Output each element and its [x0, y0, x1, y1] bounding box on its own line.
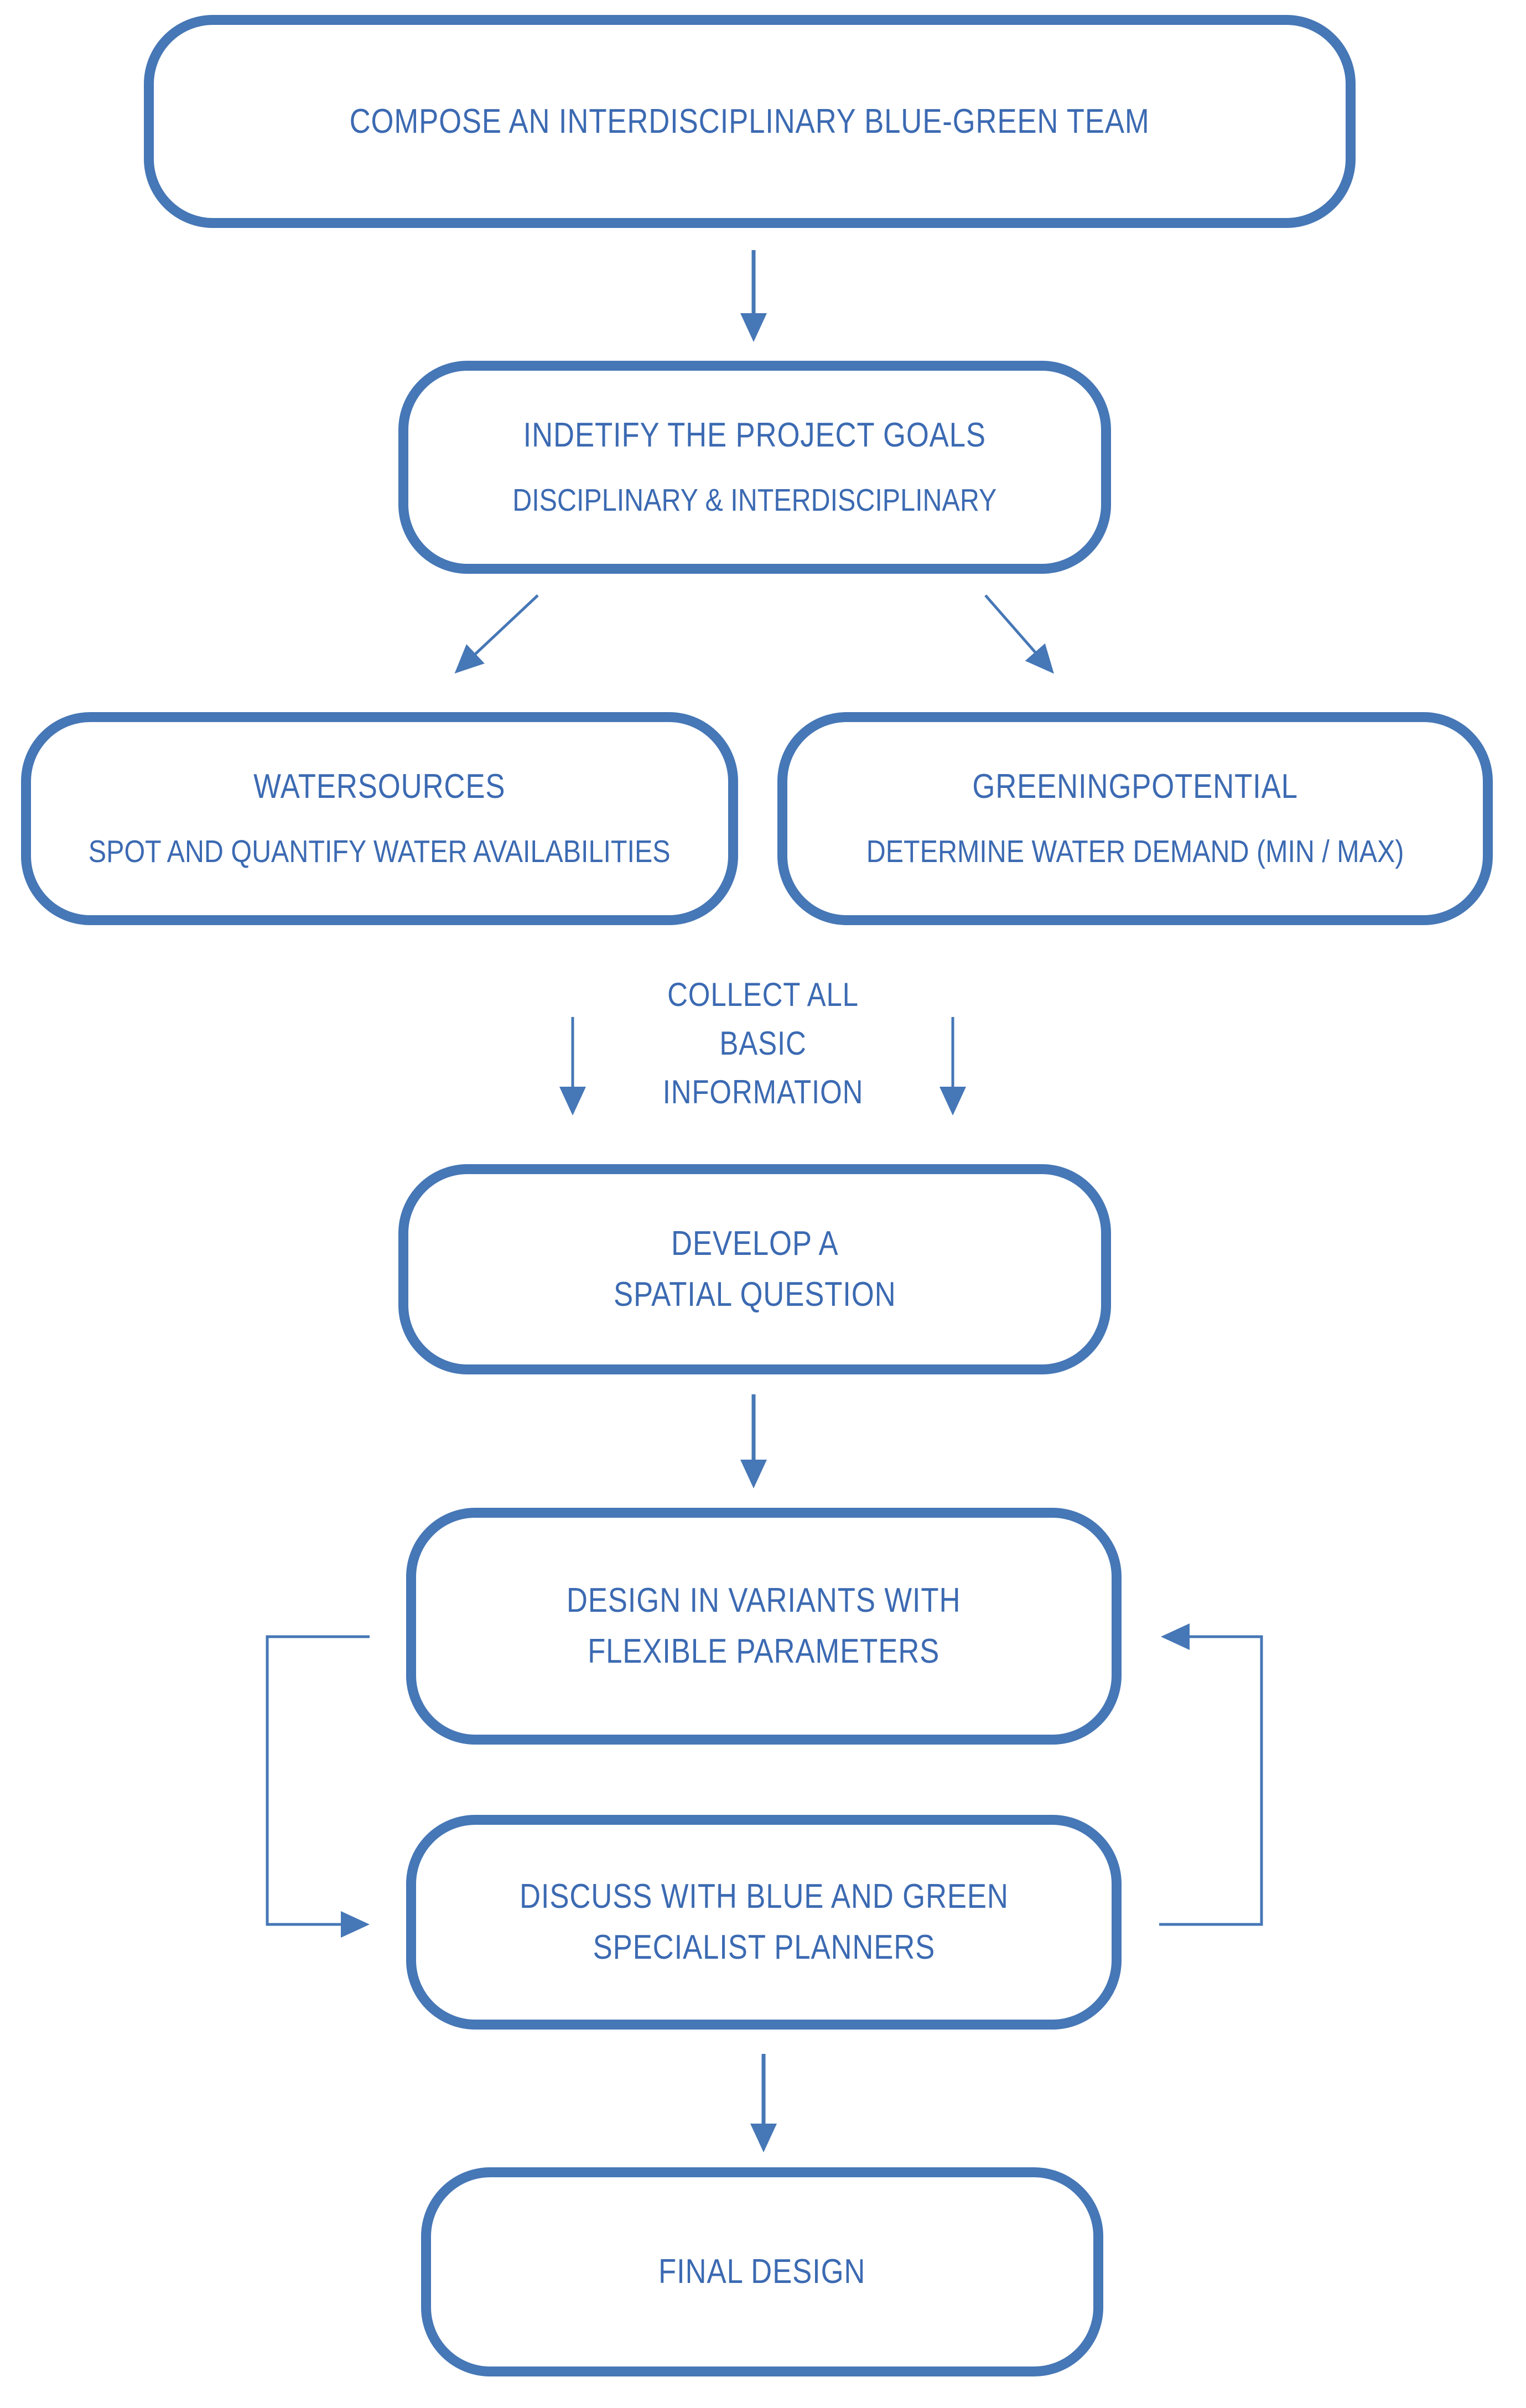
collect-info-line: COLLECT ALL: [667, 976, 859, 1013]
node-develop-label: DEVELOP A SPATIAL QUESTION: [614, 1227, 896, 1312]
arrow-goals-to-greening: [984, 594, 1054, 674]
node-text: DISCUSS WITH BLUE AND GREEN: [519, 1877, 1009, 1916]
node-develop-spatial-question: DEVELOP A SPATIAL QUESTION: [398, 1164, 1111, 1374]
node-text: INDETIFY THE PROJECT GOALS: [523, 416, 987, 454]
feedback-loop-design-to-discuss: [266, 1635, 370, 1938]
node-text: DEVELOP A: [671, 1224, 839, 1263]
collect-info-line: BASIC: [719, 1025, 807, 1062]
node-subtext: DETERMINE WATER DEMAND (MIN / MAX): [866, 834, 1404, 869]
node-greening-potential-label: GREENINGPOTENTIAL DETERMINE WATER DEMAND…: [866, 770, 1404, 868]
node-text: DESIGN IN VARIANTS WITH: [567, 1581, 961, 1620]
node-text: FINAL DESIGN: [658, 2253, 866, 2291]
node-text: SPECIALIST PLANNERS: [593, 1928, 935, 1966]
node-compose-team: COMPOSE AN INTERDISCIPLINARY BLUE-GREEN …: [144, 15, 1356, 228]
feedback-loop-discuss-to-design: [1159, 1623, 1263, 1926]
node-final-label: FINAL DESIGN: [658, 2255, 865, 2289]
node-text: GREENINGPOTENTIAL: [972, 767, 1298, 806]
arrow-goals-to-watersources: [454, 594, 539, 674]
collect-info-line: INFORMATION: [662, 1073, 864, 1110]
node-text: SPATIAL QUESTION: [613, 1275, 896, 1314]
node-greening-potential: GREENINGPOTENTIAL DETERMINE WATER DEMAND…: [777, 712, 1493, 925]
node-watersources-label: WATERSOURCES SPOT AND QUANTIFY WATER AVA…: [89, 770, 671, 868]
node-compose-team-label: COMPOSE AN INTERDISCIPLINARY BLUE-GREEN …: [349, 102, 1150, 141]
node-final-design: FINAL DESIGN: [421, 2167, 1103, 2376]
node-text: COMPOSE AN INTERDISCIPLINARY BLUE-GREEN …: [349, 102, 1150, 141]
node-text: FLEXIBLE PARAMETERS: [588, 1632, 940, 1670]
node-subtext: DISCIPLINARY & INTERDISCIPLINARY: [512, 482, 997, 518]
node-subtext: SPOT AND QUANTIFY WATER AVAILABILITIES: [89, 834, 671, 869]
node-watersources: WATERSOURCES SPOT AND QUANTIFY WATER AVA…: [21, 712, 738, 925]
node-identify-goals: INDETIFY THE PROJECT GOALS DISCIPLINARY …: [398, 361, 1111, 574]
node-design-variants: DESIGN IN VARIANTS WITH FLEXIBLE PARAMET…: [406, 1508, 1122, 1745]
node-discuss-planners: DISCUSS WITH BLUE AND GREEN SPECIALIST P…: [406, 1815, 1122, 2030]
collect-info-annotation: COLLECT ALL BASIC INFORMATION: [586, 978, 940, 1109]
node-text: WATERSOURCES: [253, 767, 506, 806]
node-identify-goals-label: INDETIFY THE PROJECT GOALS DISCIPLINARY …: [512, 418, 996, 516]
node-design-label: DESIGN IN VARIANTS WITH FLEXIBLE PARAMET…: [567, 1584, 961, 1669]
node-discuss-label: DISCUSS WITH BLUE AND GREEN SPECIALIST P…: [520, 1880, 1009, 1965]
